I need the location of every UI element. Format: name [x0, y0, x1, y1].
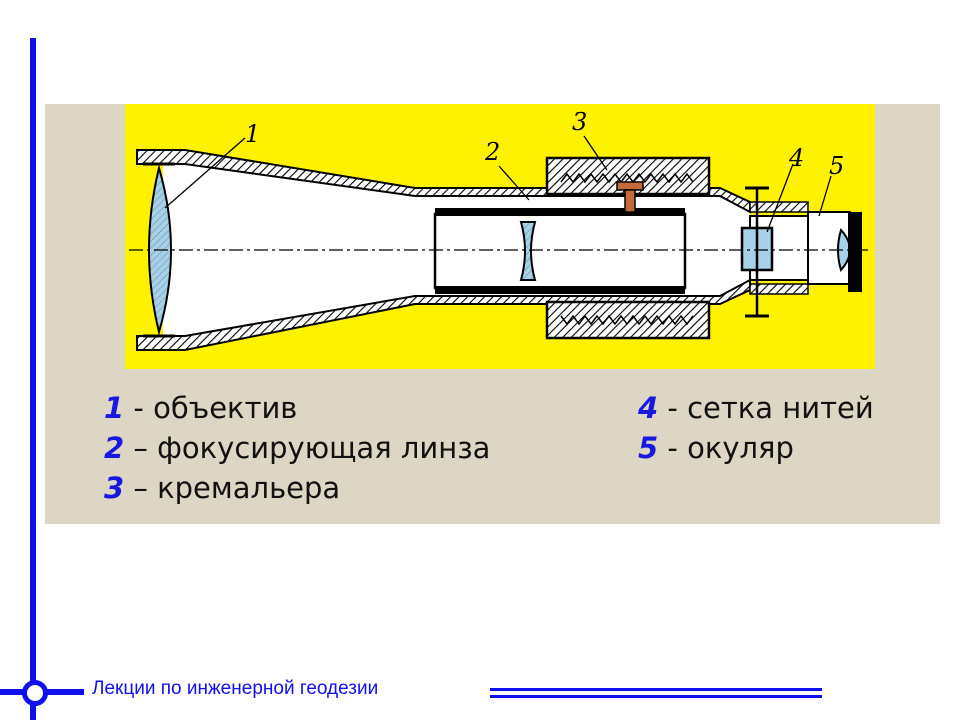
leader-1: [164, 137, 246, 209]
legend-text: – фокусирующая линза: [124, 431, 491, 465]
focusing-tube-wall-top: [435, 208, 685, 216]
legend-number: 2: [104, 431, 125, 465]
focusing-tube-wall-bottom: [435, 286, 685, 294]
legend-number: 1: [104, 391, 125, 425]
eyepiece-wall-top: [749, 201, 809, 213]
ocular-cap: [848, 212, 862, 292]
footer-rule-bottom: [490, 695, 822, 698]
legend-item-rack: 3 – кремальера: [104, 470, 340, 506]
focusing-lens: [519, 221, 537, 281]
rack-sleeve-lower: [545, 300, 711, 340]
legend-item-focusing-lens: 2 – фокусирующая линза: [104, 430, 490, 466]
callout-3: 3: [572, 108, 587, 136]
legend: 1 - объектив 2 – фокусирующая линза 3 – …: [104, 390, 924, 520]
legend-text: – кремальера: [124, 471, 341, 505]
leader-3: [583, 135, 608, 171]
leader-5: [818, 175, 832, 217]
callout-4: 4: [788, 144, 804, 172]
focusing-tube: [433, 212, 687, 290]
leader-4: [766, 163, 794, 233]
footer-title: Лекции по инженерной геодезии: [92, 678, 379, 699]
legend-number: 4: [638, 391, 659, 425]
rack-teeth-lower: [560, 314, 694, 326]
legend-text: - сетка нитей: [658, 391, 874, 425]
left-accent-bar: [30, 38, 36, 720]
legend-number: 3: [104, 471, 125, 505]
pinion-stem: [624, 189, 636, 213]
callout-1: 1: [245, 120, 260, 148]
callout-5: 5: [829, 152, 844, 180]
legend-item-ocular: 5 - окуляр: [638, 430, 794, 466]
legend-text: - объектив: [124, 391, 298, 425]
legend-text: - окуляр: [658, 431, 794, 465]
callout-2: 2: [484, 138, 500, 166]
footer-node-icon: [22, 680, 48, 706]
leader-2: [498, 165, 530, 201]
footer-rule-top: [490, 688, 822, 691]
legend-item-reticle: 4 - сетка нитей: [638, 390, 874, 426]
rack-teeth-upper: [560, 172, 694, 184]
telescope-diagram: 1 2 3 4 5: [125, 104, 875, 369]
legend-number: 5: [638, 431, 659, 465]
legend-item-objective: 1 - объектив: [104, 390, 297, 426]
pinion-head: [616, 181, 644, 191]
eyepiece-wall-bottom: [749, 283, 809, 295]
